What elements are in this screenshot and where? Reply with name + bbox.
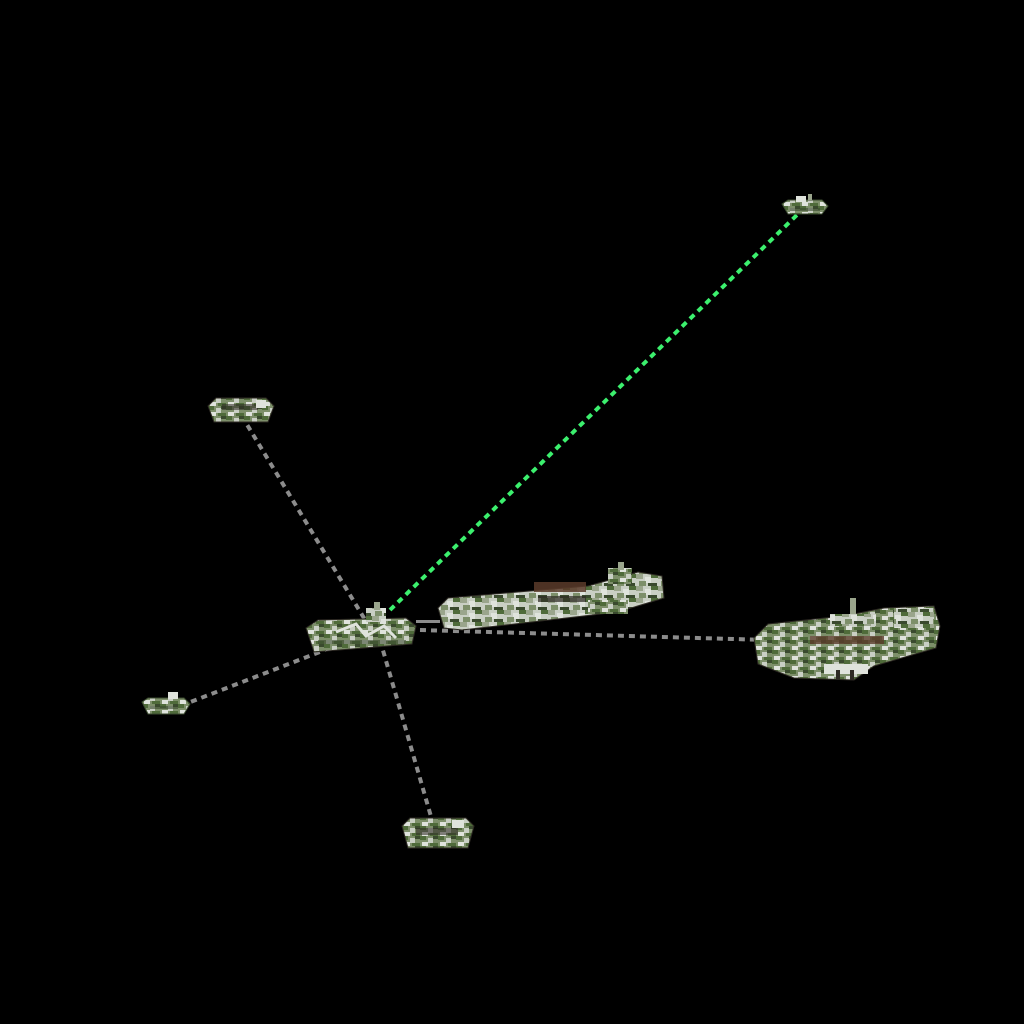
formation-links bbox=[174, 210, 802, 821]
flagship-icon[interactable] bbox=[305, 602, 417, 653]
corvette-icon[interactable] bbox=[207, 397, 275, 423]
link-flagship-carrier bbox=[419, 628, 769, 642]
link-flagship-escort-left bbox=[174, 646, 331, 710]
carrier-icon[interactable] bbox=[753, 598, 941, 681]
link-flagship-escort-upper-left bbox=[241, 416, 372, 630]
corvette-icon[interactable] bbox=[401, 817, 475, 849]
link-flagship-escort-upper-right bbox=[388, 210, 802, 612]
link-flagship-escort-bottom bbox=[378, 639, 434, 821]
battleship-icon[interactable] bbox=[416, 562, 665, 631]
scout-ship-icon[interactable] bbox=[781, 194, 829, 215]
scout-ship-icon[interactable] bbox=[141, 692, 191, 715]
